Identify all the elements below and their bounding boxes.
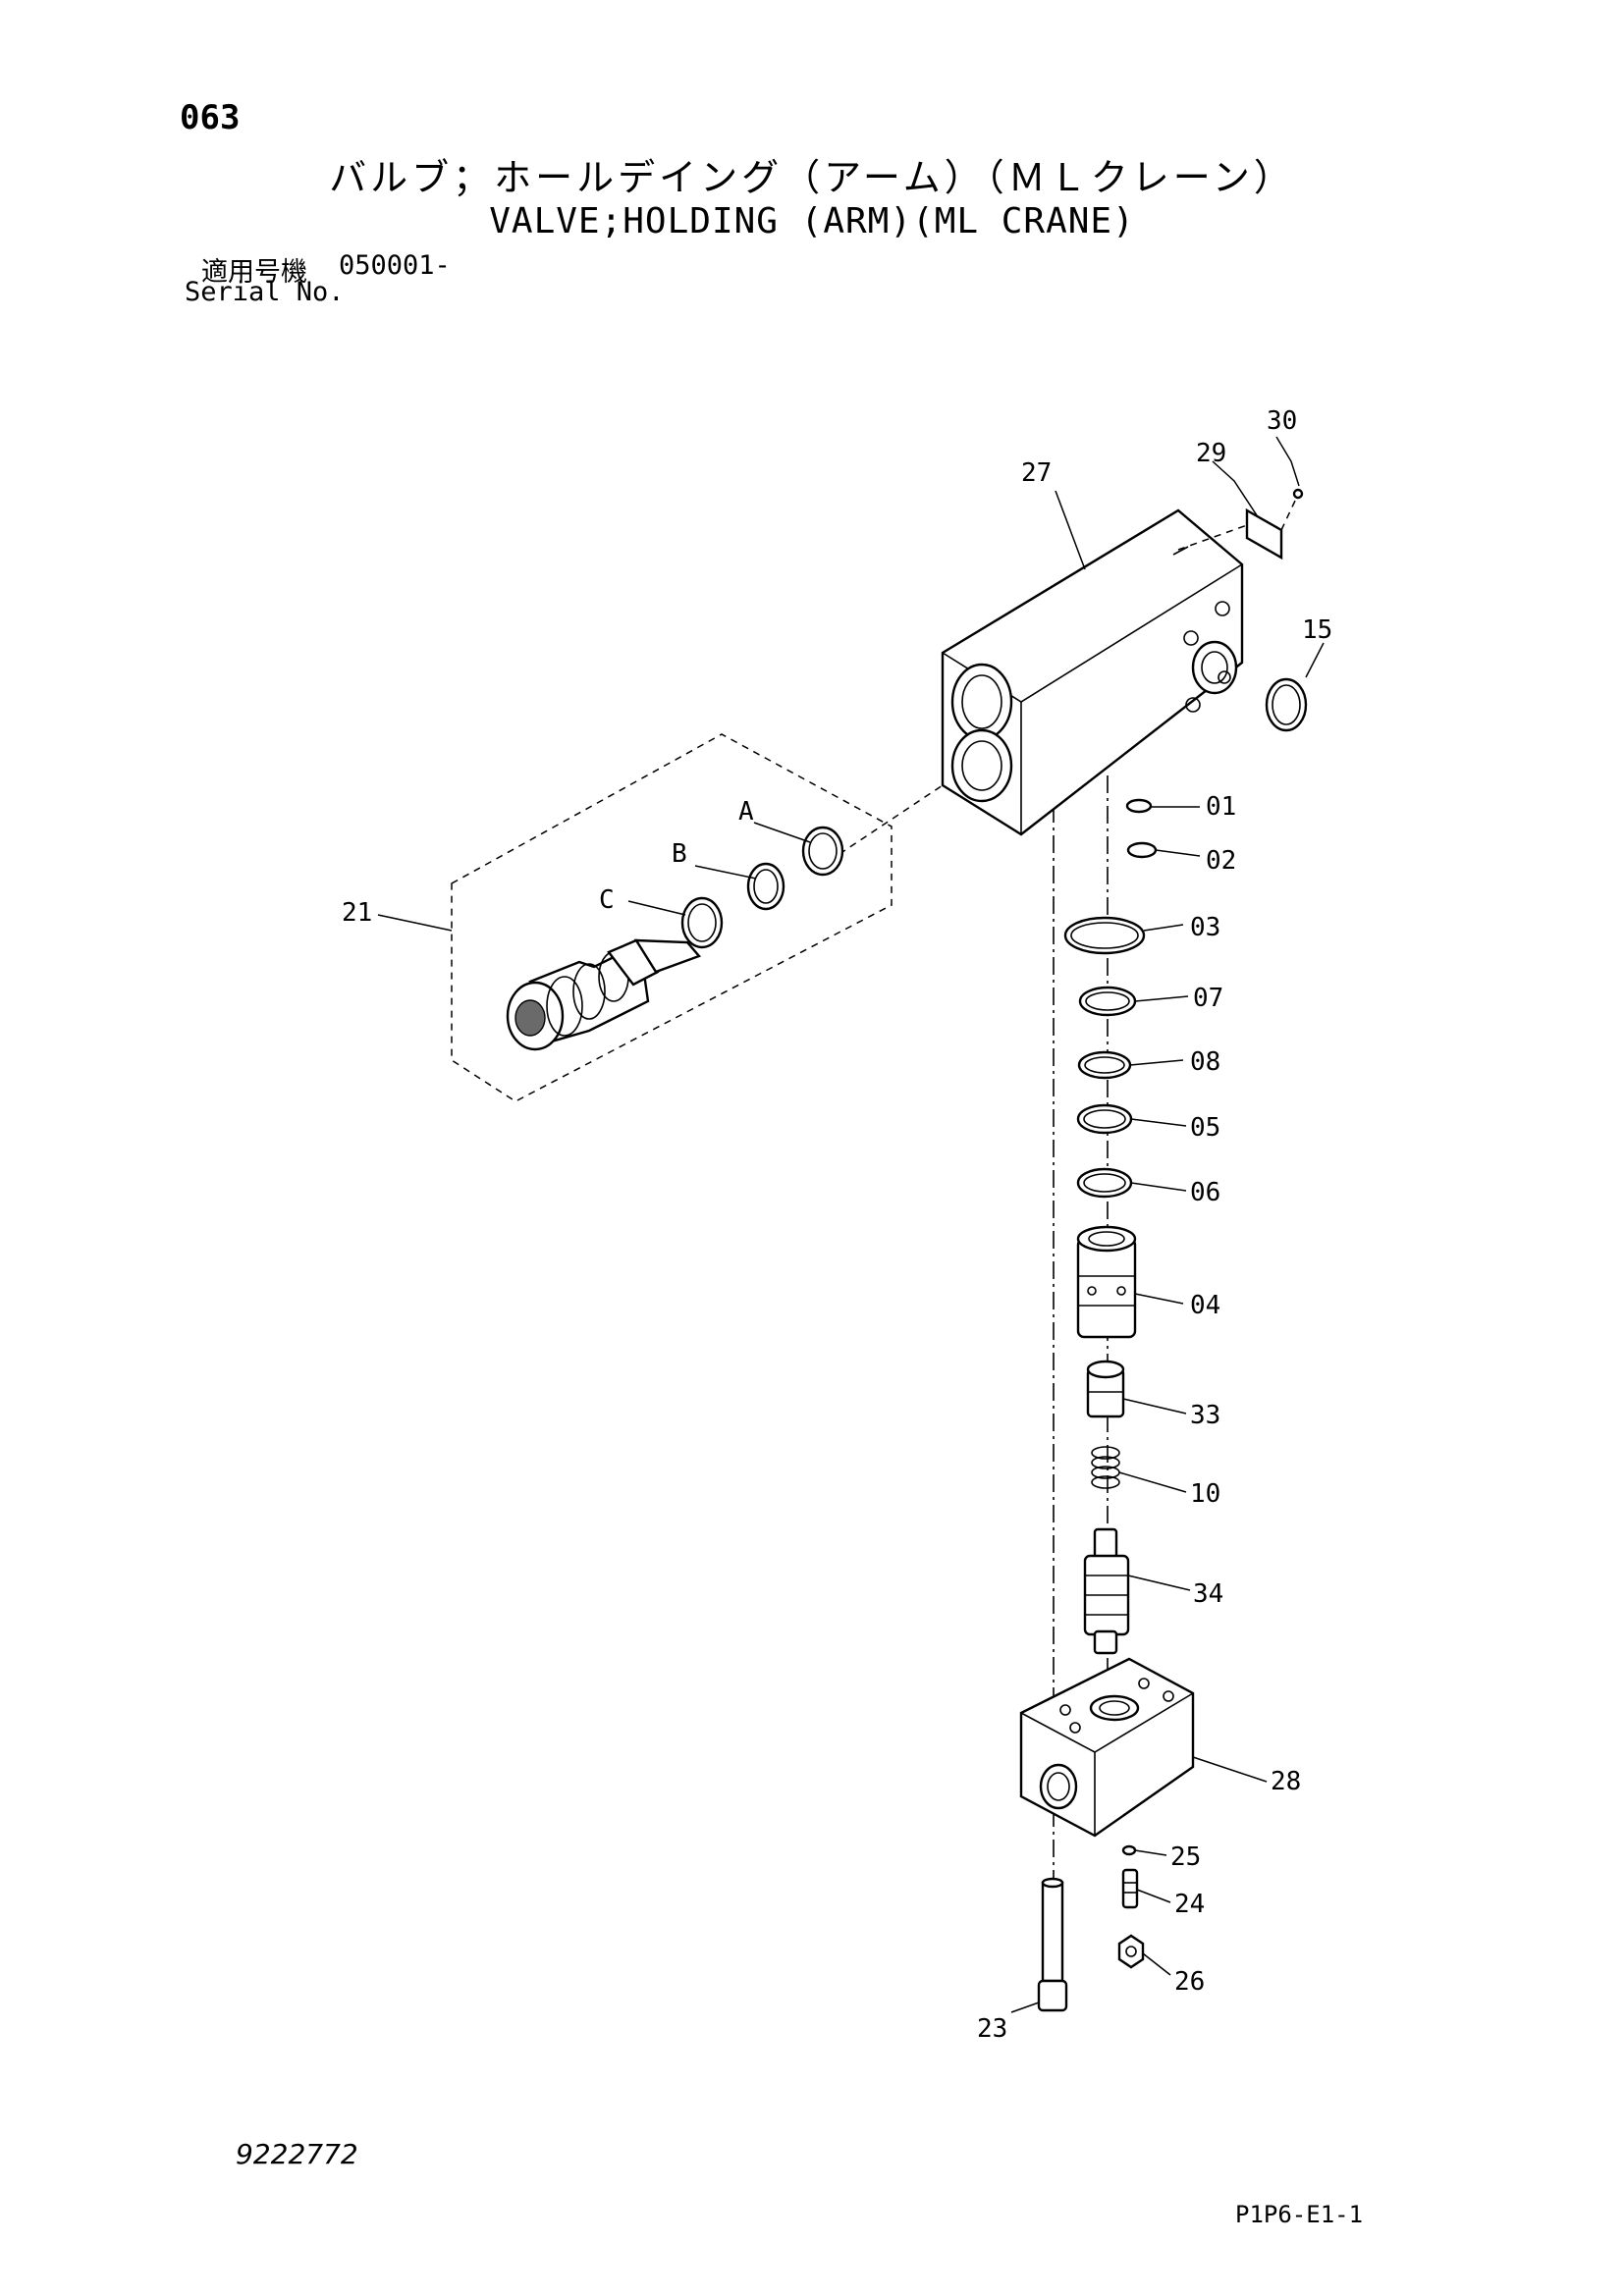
callout-24: 24	[1174, 1890, 1205, 1919]
callout-a: A	[738, 797, 754, 827]
callout-02: 02	[1206, 846, 1236, 876]
page-code: P1P6-E1-1	[1235, 2201, 1364, 2228]
part-24-plug	[1121, 1868, 1139, 1909]
part-33-piston	[1086, 1360, 1125, 1418]
serial-value: 050001-	[339, 250, 451, 281]
callout-05: 05	[1190, 1113, 1220, 1143]
callout-01: 01	[1206, 792, 1236, 822]
page-number: 063	[180, 98, 241, 137]
callout-06: 06	[1190, 1178, 1220, 1207]
part-29-name-plate	[1245, 507, 1283, 561]
part-30-rivet	[1292, 488, 1304, 500]
part-02-ring	[1126, 841, 1158, 859]
callout-27: 27	[1021, 458, 1052, 488]
callout-26: 26	[1174, 1967, 1205, 1997]
callout-10: 10	[1190, 1479, 1220, 1509]
callout-04: 04	[1190, 1291, 1220, 1320]
part-01-ring	[1125, 798, 1153, 814]
title-english: VALVE;HOLDING (ARM)(ML CRANE)	[489, 201, 1135, 241]
callout-28: 28	[1271, 1767, 1301, 1796]
title-japanese: バルブ；ホールデイング（アーム）（ＭＬクレーン）	[329, 156, 1295, 199]
part-26-nut	[1117, 1934, 1145, 1969]
part-03-o-ring	[1063, 916, 1146, 955]
callout-b: B	[672, 839, 687, 869]
document-number: 9222772	[236, 2138, 358, 2170]
serial-label-japanese: 適用号機	[201, 257, 307, 288]
part-04-sleeve	[1076, 1225, 1137, 1339]
callout-25: 25	[1170, 1842, 1201, 1872]
callout-33: 33	[1190, 1401, 1220, 1430]
part-21-cartridge-valve	[506, 938, 702, 1051]
serial-label-english: Serial No.	[185, 277, 345, 307]
callout-15: 15	[1302, 615, 1332, 645]
part-27-valve-body	[941, 508, 1244, 836]
callout-03: 03	[1190, 913, 1220, 942]
part-21-assembly-box	[451, 733, 893, 1102]
callout-29: 29	[1196, 439, 1226, 468]
part-34-poppet	[1083, 1527, 1130, 1655]
callout-23: 23	[977, 2014, 1007, 2044]
callout-34: 34	[1193, 1579, 1223, 1609]
part-28-lower-block	[1019, 1657, 1195, 1838]
part-10-spring	[1091, 1446, 1120, 1489]
part-23-bolt	[1037, 1877, 1068, 2012]
callout-08: 08	[1190, 1047, 1220, 1077]
callout-21: 21	[342, 898, 372, 928]
callout-c: C	[599, 885, 615, 915]
callout-30: 30	[1267, 406, 1297, 436]
part-25-o-ring	[1121, 1844, 1137, 1856]
part-08-ring	[1077, 1050, 1132, 1080]
callout-07: 07	[1193, 984, 1223, 1013]
